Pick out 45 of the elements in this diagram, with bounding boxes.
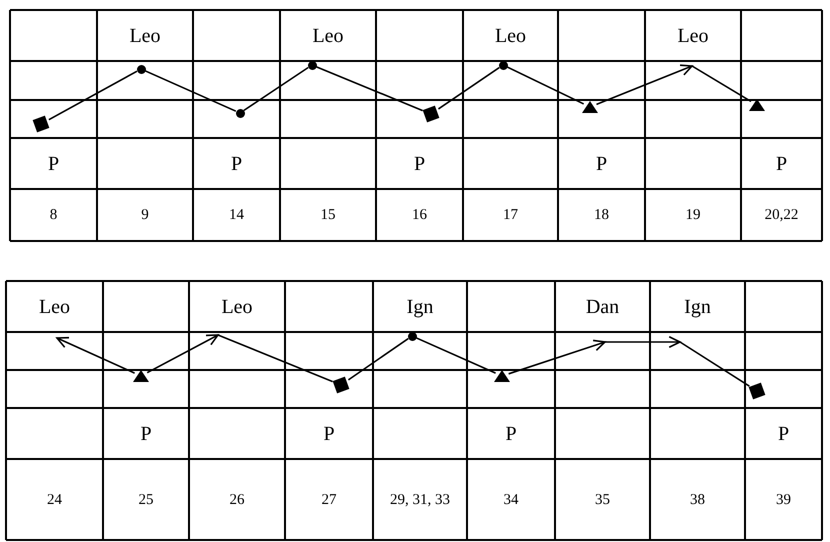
triangle-marker <box>750 98 764 112</box>
p-label: P <box>505 422 517 446</box>
number-label: 14 <box>229 206 244 225</box>
number-label: 19 <box>686 206 700 225</box>
triangle-marker <box>134 369 148 383</box>
name-label: Leo <box>312 24 344 48</box>
number-label: 15 <box>320 206 336 225</box>
number-label: 20,22 <box>764 206 798 225</box>
number-label: 34 <box>504 490 518 510</box>
number-label: 35 <box>595 490 610 510</box>
name-label: Leo <box>221 294 253 320</box>
name-label: Leo <box>129 24 161 48</box>
p-label: P <box>414 152 426 176</box>
name-label: Ign <box>684 294 711 320</box>
p-label: P <box>596 152 608 176</box>
number-label: 16 <box>412 206 427 225</box>
number-label: 25 <box>138 490 154 510</box>
name-label: Ign <box>406 294 434 320</box>
number-label: 8 <box>50 206 58 225</box>
dot-marker <box>136 64 146 74</box>
name-label: Dan <box>586 294 620 320</box>
p-label: P <box>776 152 788 176</box>
triangle-marker <box>495 369 509 383</box>
name-label: Leo <box>494 24 526 48</box>
number-label: 26 <box>230 490 244 510</box>
name-label: Leo <box>677 24 709 48</box>
p-label: P <box>48 152 60 176</box>
triangle-marker <box>583 100 597 114</box>
dot-marker <box>408 332 416 340</box>
number-label: 27 <box>322 490 336 510</box>
p-label: P <box>778 422 790 446</box>
number-label: 24 <box>47 490 62 510</box>
number-label: 39 <box>776 490 791 510</box>
number-label: 17 <box>503 206 518 225</box>
number-label: 38 <box>690 490 705 510</box>
p-label: P <box>140 422 152 446</box>
number-label: 9 <box>141 206 149 225</box>
dot-marker <box>498 60 508 70</box>
number-label: 29, 31, 33 <box>390 490 450 510</box>
number-label: 18 <box>594 206 609 225</box>
p-label: P <box>230 152 242 176</box>
dot-marker <box>308 60 316 70</box>
name-label: Leo <box>38 294 70 320</box>
p-label: P <box>323 422 335 446</box>
dot-marker <box>236 108 244 118</box>
